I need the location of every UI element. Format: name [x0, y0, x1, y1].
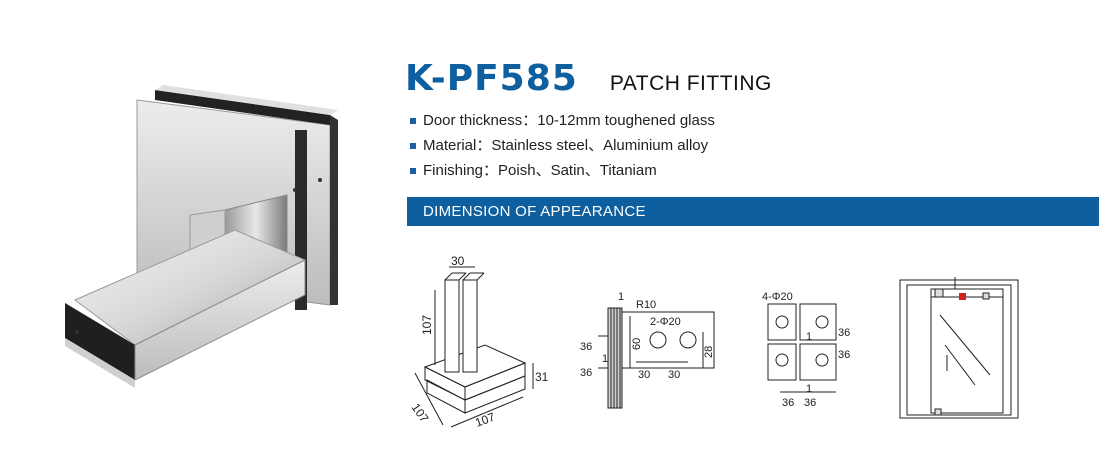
- dim-holes: 2-Φ20: [650, 316, 681, 328]
- title-row: K-PF585 PATCH FITTING: [405, 58, 772, 99]
- product-subtitle: PATCH FITTING: [609, 72, 772, 95]
- pivot-marker: [959, 293, 966, 300]
- plan-drawing: 4-Φ20 36 36 1 1 36 36: [762, 291, 850, 409]
- dim-1-lower: 1: [806, 383, 812, 395]
- spec-list: Door thickness：10-12mm toughened glass M…: [410, 108, 715, 183]
- dim-60: 60: [631, 338, 643, 350]
- dim-28: 28: [703, 346, 715, 358]
- spec-finishing: Finishing：Poish、Satin、Titaniam: [410, 158, 715, 183]
- section-title: DIMENSION OF APPEARANCE: [423, 203, 646, 220]
- dim-36-lower: 36: [838, 349, 850, 361]
- spec-material: Material：Stainless steel、Aluminium alloy: [410, 133, 715, 158]
- model-number: K-PF585: [405, 58, 578, 99]
- dim-30-left: 30: [638, 369, 650, 381]
- dim-depth: 107: [409, 401, 432, 426]
- dim-30-right: 30: [668, 369, 680, 381]
- door-elevation-drawing: [899, 277, 1019, 419]
- square-bullet-icon: [410, 117, 416, 124]
- section-band: DIMENSION OF APPEARANCE: [407, 197, 1099, 226]
- dim-thick: 31: [535, 370, 549, 384]
- dim-top: 30: [451, 255, 465, 268]
- dim-36-upper: 36: [838, 327, 850, 339]
- spec-door-thickness: Door thickness：10-12mm toughened glass: [410, 108, 715, 133]
- dim-1-upper: 1: [806, 331, 812, 343]
- dim-height: 107: [420, 315, 434, 335]
- side-section-drawing: 1 R10 2-Φ20 60 28 36 36 1 30 30: [580, 291, 715, 409]
- square-bullet-icon: [410, 142, 416, 149]
- spec-label: Finishing: [423, 161, 484, 179]
- dim-gap: 1: [618, 291, 624, 303]
- dim-holes: 4-Φ20: [762, 291, 793, 303]
- spec-label: Material: [423, 136, 477, 154]
- spec-value: Stainless steel、Aluminium alloy: [491, 136, 709, 154]
- square-bullet-icon: [410, 167, 416, 174]
- dim-36-lower: 36: [580, 367, 592, 379]
- spec-value: 10-12mm toughened glass: [537, 111, 715, 129]
- dim-36-left: 36: [782, 397, 794, 409]
- dim-width: 107: [473, 410, 497, 430]
- dim-1: 1: [602, 353, 608, 365]
- dim-36-upper: 36: [580, 341, 592, 353]
- spec-label: Door thickness: [423, 111, 523, 129]
- dim-radius: R10: [636, 299, 656, 311]
- spec-value: Poish、Satin、Titaniam: [498, 161, 657, 179]
- dim-36-right: 36: [804, 397, 816, 409]
- product-photo: [65, 85, 338, 388]
- isometric-drawing: 30 107 31 107 107: [409, 255, 549, 430]
